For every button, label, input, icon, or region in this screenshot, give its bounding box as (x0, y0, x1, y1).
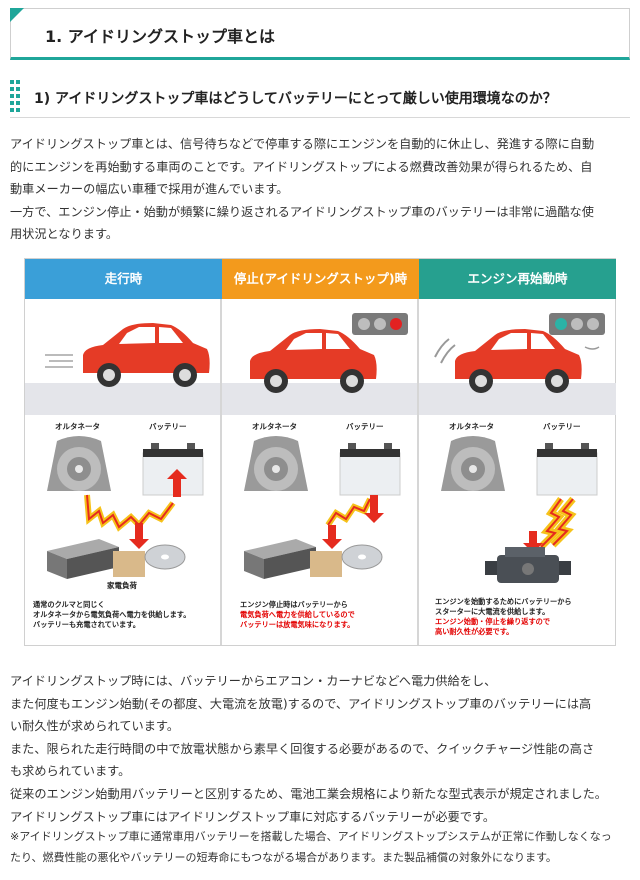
home-appliances-icon (47, 539, 186, 579)
panel-components (244, 436, 401, 579)
section-heading-box: 1. アイドリングストップ車とは (10, 8, 630, 60)
car-stopped-icon (250, 329, 377, 393)
footnote-line: たり、燃費性能の悪化やバッテリーの短寿命にもつながる場合があります。また製品補償… (10, 851, 557, 864)
traffic-light-red-icon (352, 313, 408, 335)
panel-components (441, 436, 598, 583)
intro-line: アイドリングストップ車とは、信号待ちなどで停車する際にエンジンを自動的に休止し、… (10, 137, 595, 151)
intro-line: 動車メーカーの幅広い車種で採用が進んでいます。 (10, 182, 289, 197)
body-paragraph: アイドリングストップ時には、バッテリーからエアコン・カーナビなどへ電力供給をし、… (10, 670, 632, 828)
panel-header: エンジン再始動時 (419, 259, 616, 299)
road-strip (25, 383, 222, 415)
road-strip (222, 383, 419, 415)
panel-caption: 通常のクルマと同じく オルタネータから電気負荷へ電力を供給します。 バッテリーも… (33, 600, 191, 629)
dotted-accent-icon (10, 78, 22, 116)
body-line: また、限られた走行時間の中で放電状態から素早く回復する必要があるので、クイックチ… (10, 741, 595, 756)
body-line: また何度もエンジン始動(その都度、大電流を放電)するので、アイドリングストップ車… (10, 696, 592, 711)
section-heading-title: 1. アイドリングストップ車とは (45, 27, 275, 46)
traffic-light-green-icon (549, 313, 605, 335)
panel-divider (417, 299, 419, 645)
panel-caption: エンジン停止時はバッテリーから 電気負荷へ電力を供給しているので バッテリーは放… (240, 600, 355, 629)
body-line: 従来のエンジン始動用バッテリーと区別するため、電池工業会規格により新たな型式表示… (10, 786, 607, 801)
subsection-heading-title: 1) アイドリングストップ車はどうして​バッテリーにとって厳しい使用環境なのか？ (34, 91, 557, 107)
car-moving-icon (45, 323, 210, 387)
battery-icon (536, 443, 598, 496)
home-appliances-icon (244, 539, 383, 579)
panel-header: 停止(アイドリングストップ)時 (222, 259, 419, 299)
battery-icon (339, 443, 401, 496)
footnote-line: ※アイドリングストップ車に通常車用バッテリーを搭載した場合、アイドリングストップ… (10, 830, 612, 843)
alternator-icon (244, 436, 308, 491)
idling-stop-diagram: 走行時 オルタネータ バッテリー (24, 258, 616, 646)
alternator-icon (441, 436, 505, 491)
battery-label: バッテリー (346, 422, 384, 431)
intro-line: 的にエンジンを再始動する車両のことです。アイドリングストップによる燃費改善効果が… (10, 159, 593, 174)
heading-corner-accent (10, 8, 24, 22)
body-line: アイドリングストップ時には、バッテリーからエアコン・カーナビなどへ電力供給をし、 (10, 674, 497, 688)
panel-divider (220, 299, 222, 645)
alternator-icon (47, 436, 111, 491)
body-line: アイドリングストップ車にはアイドリングストップ車に対応するバッテリーが必要です。 (10, 809, 496, 824)
panel-engine-restart: エンジン再始動時 オルタネータ バッテリー (419, 259, 616, 645)
panel-driving: 走行時 オルタネータ バッテリー (25, 259, 222, 645)
engine-icon (485, 547, 571, 583)
alternator-label: オルタネータ (449, 422, 494, 431)
intro-paragraph: アイドリングストップ車とは、信号待ちなどで停車する際にエンジンを自動的に休止し、… (10, 133, 632, 246)
intro-line: 一方で、エンジン停止・始動が頻繁に繰り返されるアイドリングストップ車のバッテリー… (10, 204, 594, 219)
subsection-heading: 1) アイドリングストップ車はどうして​バッテリーにとって厳しい使用環境なのか？ (10, 78, 630, 118)
alternator-label: オルタネータ (55, 422, 100, 431)
battery-label: バッテリー (149, 422, 187, 431)
heading-underline (10, 117, 630, 118)
battery-label: バッテリー (543, 422, 581, 431)
alternator-label: オルタネータ (252, 422, 297, 431)
panel-components (47, 436, 204, 579)
panel-idling-stop: 停止(アイドリングストップ)時 オルタネータ バッテリー (222, 259, 419, 645)
panel-header: 走行時 (25, 259, 222, 299)
panel-caption: エンジンを始動するためにバッテリーから スターターに大電流を供給します。 エンジ… (435, 597, 572, 636)
road-strip (419, 383, 616, 415)
body-line: い耐久性が求められています。 (10, 719, 180, 734)
intro-line: 用状況となります。 (10, 227, 119, 242)
load-label: 家電負荷 (107, 581, 137, 590)
car-starting-icon (434, 329, 600, 393)
body-line: も求められています。 (10, 764, 131, 779)
footnote: ※アイドリングストップ車に通常車用バッテリーを搭載した場合、アイドリングストップ… (10, 826, 632, 868)
